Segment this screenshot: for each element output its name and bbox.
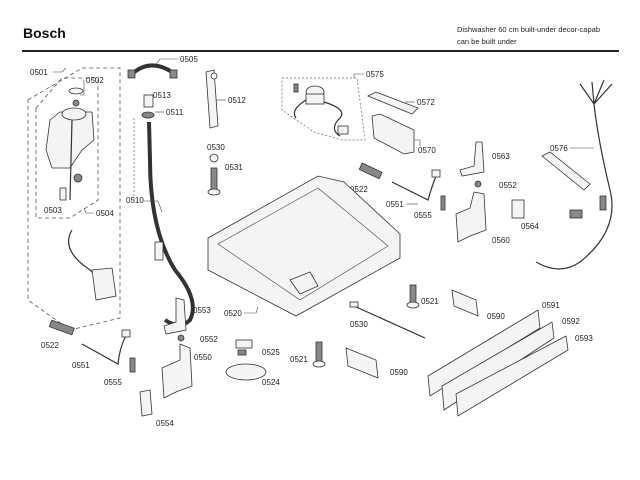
part-label-0552-right: 0552 <box>499 181 517 190</box>
part-0522-left[interactable] <box>48 319 75 336</box>
base-tub-0520[interactable] <box>207 175 401 317</box>
screw-0521-lower[interactable] <box>312 341 326 368</box>
part-label-0554: 0554 <box>156 419 174 428</box>
part-label-0531: 0531 <box>225 163 243 172</box>
sensor-cable-0530[interactable] <box>349 301 426 339</box>
part-label-0572: 0572 <box>417 98 435 107</box>
part-label-0512: 0512 <box>228 96 246 105</box>
part-0552-right[interactable] <box>474 180 482 188</box>
brand-title: Bosch <box>23 25 66 41</box>
part-label-0593: 0593 <box>575 334 593 343</box>
header-divider <box>22 50 619 52</box>
drain-hose-0510[interactable] <box>141 94 195 327</box>
screw-0521-right[interactable] <box>406 284 420 309</box>
part-label-0551-left: 0551 <box>72 361 90 370</box>
part-label-0505: 0505 <box>180 55 198 64</box>
kickplate-0591[interactable] <box>427 309 541 397</box>
model-description-line-2: can be built under <box>457 37 517 46</box>
part-label-0511: 0511 <box>166 108 184 117</box>
part-label-0575: 0575 <box>366 70 384 79</box>
part-label-0564: 0564 <box>521 222 539 231</box>
part-0572[interactable] <box>367 91 419 115</box>
part-label-0522-right: 0522 <box>350 185 368 194</box>
part-label-0555-left: 0555 <box>104 378 122 387</box>
kickplate-0593[interactable] <box>455 335 569 417</box>
part-0555-right[interactable] <box>440 195 446 211</box>
part-label-0590-lower: 0590 <box>390 368 408 377</box>
part-0555-left[interactable] <box>129 357 136 373</box>
sensor-cable-0551-right[interactable] <box>391 169 441 201</box>
part-label-0520: 0520 <box>224 309 242 318</box>
part-label-0570: 0570 <box>418 146 436 155</box>
hinge-bracket-0560[interactable] <box>455 191 487 243</box>
part-label-0591: 0591 <box>542 301 560 310</box>
part-label-0551-right: 0551 <box>386 200 404 209</box>
part-label-0576: 0576 <box>550 144 568 153</box>
part-label-0555-right: 0555 <box>414 211 432 220</box>
part-0530-0531[interactable] <box>207 153 221 196</box>
part-label-0525: 0525 <box>262 348 280 357</box>
part-label-0513: 0513 <box>153 91 171 100</box>
disc-0524[interactable] <box>225 363 267 381</box>
inlet-valve-assembly[interactable] <box>27 67 121 331</box>
sensor-cable-0551-left[interactable] <box>81 329 131 365</box>
part-0512[interactable] <box>205 69 219 129</box>
part-label-0560: 0560 <box>492 236 510 245</box>
part-label-0504: 0504 <box>96 209 114 218</box>
part-label-0503: 0503 <box>44 206 62 215</box>
part-0552-left[interactable] <box>177 334 185 342</box>
part-0590-lower[interactable] <box>345 347 379 379</box>
bracket-0563[interactable] <box>459 141 485 177</box>
part-0554[interactable] <box>139 389 153 417</box>
hose-0505[interactable] <box>127 63 178 79</box>
part-label-0550: 0550 <box>194 353 212 362</box>
wiring-harness-0576[interactable] <box>535 79 613 270</box>
model-description-line-1: Dishwasher 60 cm built-under decor-capab <box>457 25 600 34</box>
part-label-0510: 0510 <box>126 196 144 205</box>
part-label-0501: 0501 <box>30 68 48 77</box>
part-label-0553: 0553 <box>193 306 211 315</box>
part-label-0592: 0592 <box>562 317 580 326</box>
part-label-0521-right: 0521 <box>421 297 439 306</box>
bracket-0553[interactable] <box>163 297 187 335</box>
part-0522-right[interactable] <box>358 162 383 180</box>
part-label-0552-left: 0552 <box>200 335 218 344</box>
part-label-0521-lower: 0521 <box>290 355 308 364</box>
part-0525[interactable] <box>235 339 253 356</box>
part-label-0522-left: 0522 <box>41 341 59 350</box>
motor-assembly-0575[interactable] <box>281 77 366 141</box>
part-0590-upper[interactable] <box>451 289 479 317</box>
part-label-0563: 0563 <box>492 152 510 161</box>
hinge-bracket-0550[interactable] <box>161 343 193 399</box>
model-description: Dishwasher 60 cm built-under decor-capab… <box>457 24 637 48</box>
part-label-0590-upper: 0590 <box>487 312 505 321</box>
part-label-0530-top: 0530 <box>207 143 225 152</box>
part-0570[interactable] <box>371 113 415 155</box>
part-label-0524: 0524 <box>262 378 280 387</box>
part-0564[interactable] <box>511 199 525 219</box>
part-label-0530-bottom: 0530 <box>350 320 368 329</box>
part-label-0502: 0502 <box>86 76 104 85</box>
